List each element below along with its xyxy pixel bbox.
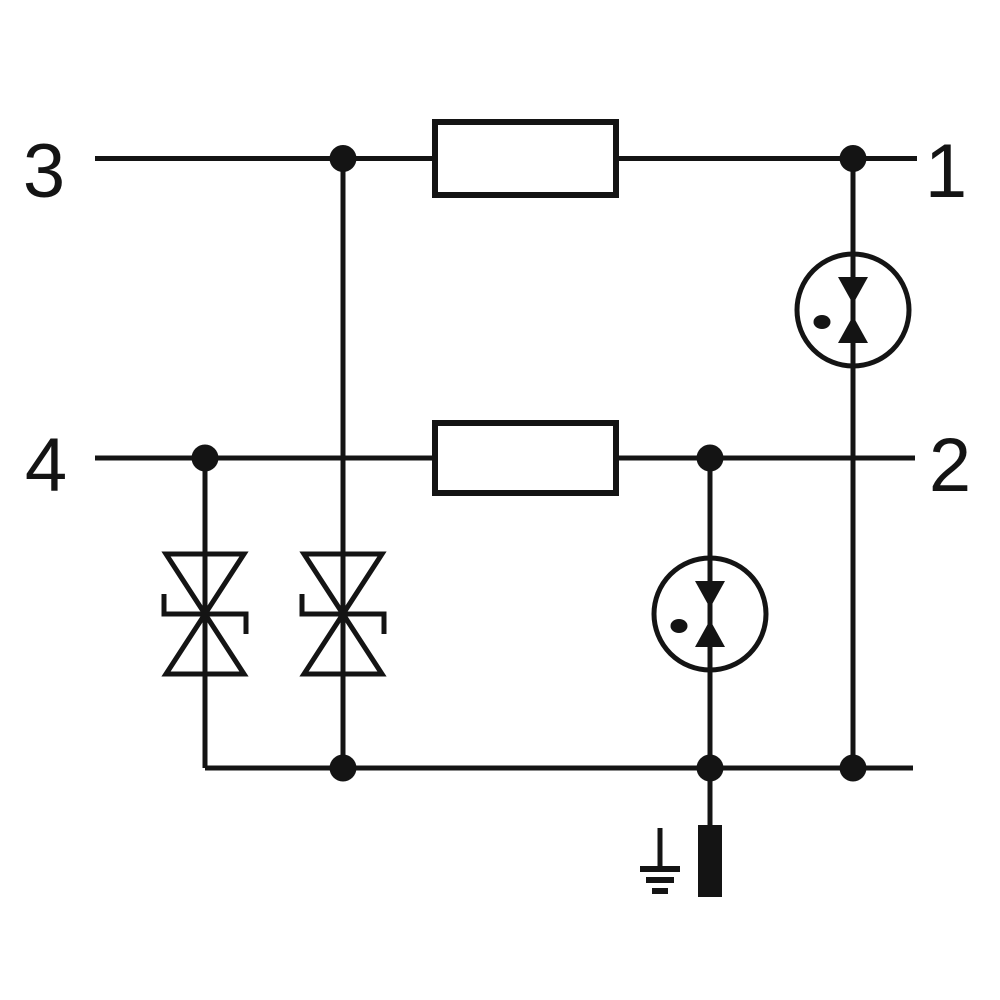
terminal-label-4: 4 [25, 423, 67, 508]
pe-terminal-bar [698, 825, 722, 897]
earth-ground-icon [640, 828, 680, 894]
junction-dot [329, 145, 357, 172]
junction-dot [191, 444, 219, 472]
resistor-bottom-symbol [432, 420, 619, 496]
junction-dot [696, 444, 724, 472]
junction-dots [191, 145, 867, 782]
terminal-label-1: 1 [925, 129, 967, 214]
junction-dot [839, 754, 867, 782]
junction-dot [839, 145, 867, 172]
junction-dot [696, 754, 724, 782]
terminal-label-3: 3 [23, 129, 65, 214]
resistor-top-symbol [432, 119, 619, 198]
junction-dot [329, 754, 357, 782]
terminal-label-2: 2 [929, 423, 971, 508]
